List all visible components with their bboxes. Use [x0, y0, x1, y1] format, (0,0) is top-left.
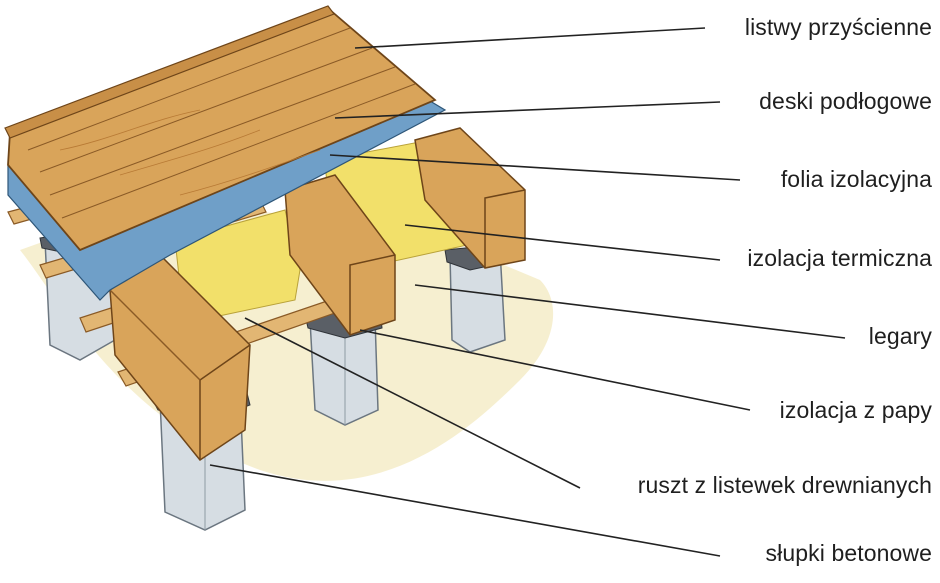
label-legary: legary [868, 323, 932, 349]
leader-listwy [354, 27, 706, 49]
label-listwy-przyscienne: listwy przyścienne [744, 14, 932, 40]
joist-back [414, 127, 526, 269]
label-izolacja-z-papy: izolacja z papy [779, 397, 932, 423]
joist-middle [284, 174, 396, 336]
floor-boards [7, 8, 437, 252]
label-ruszt-z-listewek: ruszt z listewek drewnianych [637, 472, 932, 498]
leader-termiczna [404, 224, 721, 261]
label-izolacja-termiczna: izolacja termiczna [747, 245, 932, 271]
leader-folia [329, 154, 741, 181]
skirting-board [4, 5, 335, 139]
leader-legary [414, 284, 846, 339]
label-slupki-betonowe: słupki betonowe [765, 540, 932, 566]
leader-slupki [209, 464, 721, 557]
leader-papa [359, 329, 751, 411]
label-deski-podlogowe: deski podłogowe [759, 88, 932, 114]
label-folia-izolacyjna: folia izolacyjna [780, 166, 932, 192]
leader-deski [334, 101, 721, 119]
leader-ruszt [244, 317, 581, 489]
leader-lines [209, 27, 846, 557]
